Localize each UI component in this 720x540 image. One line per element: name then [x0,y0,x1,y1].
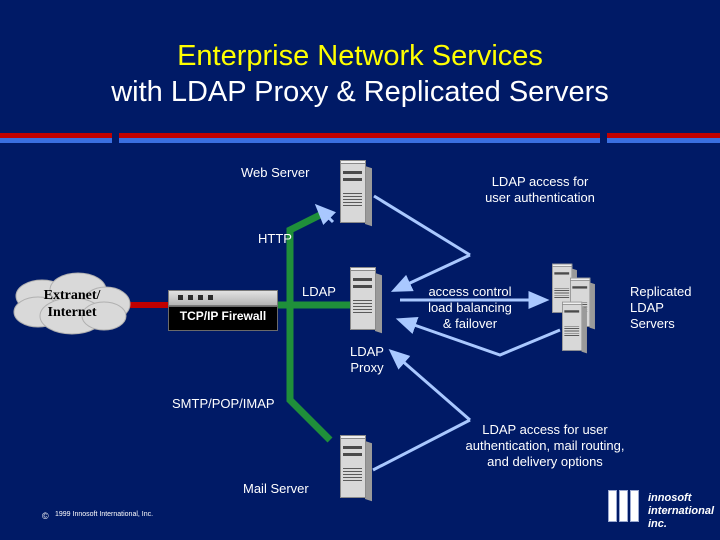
label-replicated-ldap-servers: Replicated LDAP Servers [630,284,691,332]
replicated-line-3: Servers [630,316,675,331]
cloud-label-line-1: Extranet/ [43,288,101,303]
ldap-proxy-line-2: Proxy [350,360,384,375]
note-auth-line-1: LDAP access for [491,174,589,189]
replicated-line-2: LDAP [630,300,664,315]
server-side-face [589,282,595,330]
copyright-symbol: © [42,511,49,521]
divider-notch-left [112,133,119,143]
node-ldap-proxy-icon [350,267,384,334]
logo-bar-3 [630,490,639,522]
logo-line-3: inc. [648,518,667,530]
label-ldap-proxy: LDAP Proxy [330,344,404,376]
note-access-line-2: load balancing [428,300,512,315]
logo-bar-1 [608,490,617,522]
server-side-face [581,306,587,354]
divider-notch-right [600,133,607,143]
server-slot-2 [343,453,362,456]
page-title: Enterprise Network Services with LDAP Pr… [0,38,720,110]
ldap-proxy-line-1: LDAP [350,344,384,359]
note-mail-line-2: authentication, mail routing, [465,438,625,453]
label-mail-server: Mail Server [243,481,309,496]
logo-bar-2 [619,490,628,522]
node-mail-server-icon [340,435,374,502]
copyright-text: 1999 Innosoft International, Inc. [55,511,154,518]
label-smtp-pop-imap: SMTP/POP/IMAP [172,396,275,411]
note-mail-line-1: LDAP access for user [482,422,608,437]
arrow-web-up [314,203,337,226]
node-web-server-icon [340,160,374,227]
firewall-led-3 [198,295,203,300]
replica-server-3 [562,301,589,354]
innosoft-logo-text: innosoft international inc. [648,492,720,531]
logo-line-1: innosoft [648,492,692,504]
firewall-led-2 [188,295,193,300]
title-line-1: Enterprise Network Services [177,40,543,72]
link-firewall-mail [286,305,333,443]
divider-bar-blue [0,138,720,143]
firewall-led-1 [178,295,183,300]
firewall-top-panel [168,290,278,306]
server-slot-2 [353,285,372,288]
title-line-2: with LDAP Proxy & Replicated Servers [111,76,609,108]
firewall-led-4 [208,295,213,300]
note-access-line-1: access control [428,284,512,299]
note-access-control: access control load balancing & failover [400,284,540,332]
note-ldap-access-auth: LDAP access for user authentication [440,174,640,206]
note-access-line-3: & failover [442,316,498,331]
server-slot-1 [564,310,580,313]
replicated-line-1: Replicated [630,284,692,299]
innosoft-logo-mark [608,490,646,526]
label-http: HTTP [258,231,292,246]
logo-line-2: international [648,505,715,517]
server-slot-1 [343,171,362,174]
server-side-face [365,166,372,227]
server-side-face [365,441,372,502]
label-web-server: Web Server [241,165,310,180]
server-slot-1 [572,286,588,289]
label-ldap: LDAP [302,284,336,299]
server-slot-1 [343,446,362,449]
server-grill [343,468,362,482]
server-slot-1 [554,272,570,275]
firewall-label: TCP/IP Firewall [179,309,267,323]
divider-bar-red [0,133,720,138]
server-side-face [375,273,382,334]
cloud-label: Extranet/ Internet [8,287,136,321]
server-grill [554,287,570,299]
cloud-shape [13,272,131,335]
note-mail-ldap-access: LDAP access for user authentication, mai… [430,422,660,470]
note-mail-line-3: and delivery options [487,454,603,469]
node-tcpip-firewall: TCP/IP Firewall [168,290,278,331]
server-grill [343,193,362,207]
note-auth-line-2: user authentication [485,190,595,205]
node-cloud-extranet-internet: Extranet/ Internet [8,268,136,338]
server-grill [564,325,580,337]
server-slot-2 [343,178,362,181]
cloud-label-line-2: Internet [47,305,97,320]
server-grill [353,300,372,314]
server-slot-1 [353,278,372,281]
firewall-body [168,306,278,331]
